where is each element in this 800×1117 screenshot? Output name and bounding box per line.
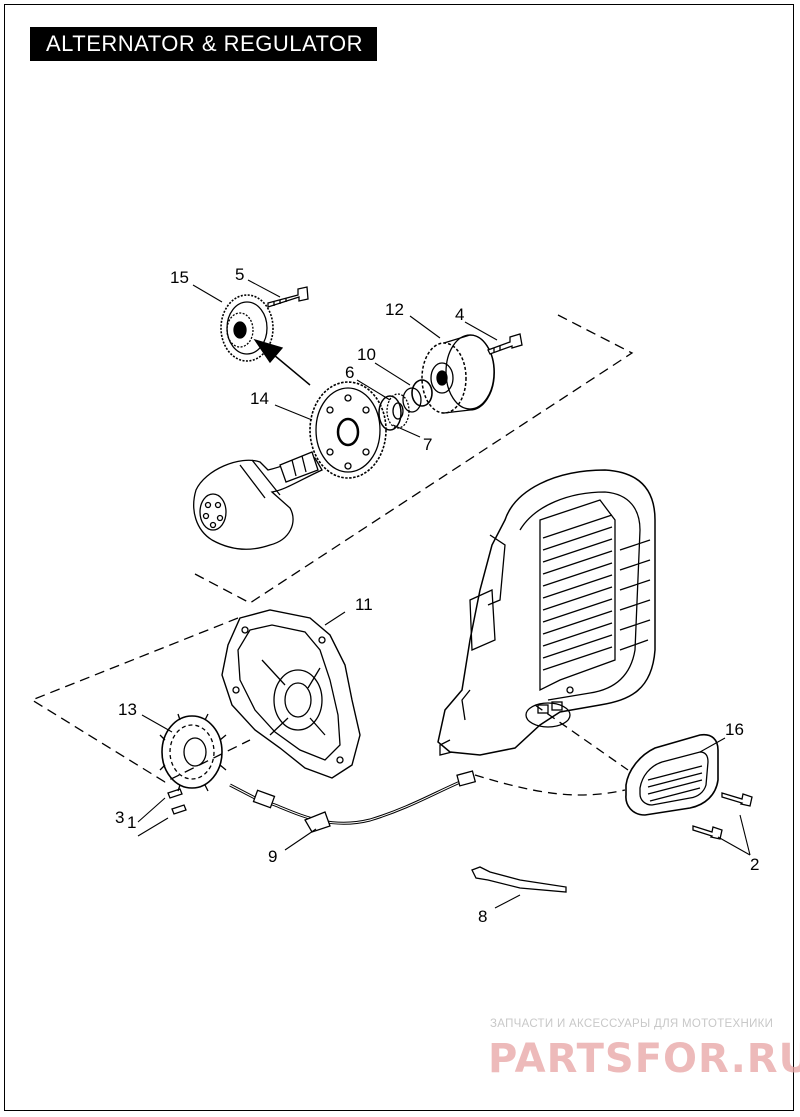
- tool-part-8: [471, 866, 567, 893]
- callout-16: 16: [725, 720, 744, 739]
- callout-8: 8: [478, 907, 487, 926]
- engine-housing: [437, 469, 656, 756]
- lower-assembly-dashed-outline: [30, 617, 251, 783]
- callout-9: 9: [268, 847, 277, 866]
- callout-12: 12: [385, 300, 404, 319]
- harness-dashed-route: [474, 774, 626, 796]
- callout-14: 14: [250, 389, 269, 408]
- bolt-part-5: [267, 286, 309, 308]
- callout-5: 5: [235, 265, 244, 284]
- page-title: ALTERNATOR & REGULATOR: [30, 27, 378, 61]
- callout-labels: 1 2 3 4 5 6 7 8 9 10 11 12 13 14 15 16: [115, 265, 759, 926]
- callout-1: 1: [127, 813, 136, 832]
- regulator-part-16: [625, 733, 719, 816]
- upper-assembly-dashed-outline: [194, 314, 634, 604]
- harness-part-9: [229, 770, 477, 833]
- screw-part-1: [171, 804, 187, 815]
- leader-lines: [137, 279, 751, 909]
- cover-part-11: [221, 609, 361, 779]
- callout-7: 7: [423, 435, 432, 454]
- callout-11: 11: [355, 595, 373, 614]
- callout-4: 4: [455, 305, 464, 324]
- regulator-dashed-leader: [534, 704, 629, 771]
- watermark-caption: ЗАПЧАСТИ И АКСЕССУАРЫ ДЛЯ МОТОТЕХНИКИ: [490, 1018, 774, 1030]
- callout-2: 2: [750, 855, 759, 874]
- callout-10: 10: [357, 345, 376, 364]
- page-border: [4, 4, 794, 1111]
- callout-13: 13: [118, 700, 137, 719]
- rotor-part-12: [421, 334, 495, 414]
- screw-part-3: [167, 788, 183, 799]
- assembly-arrow: [253, 338, 311, 386]
- crankshaft: [193, 451, 323, 550]
- large-gear-part-14: [309, 381, 387, 479]
- callout-3: 3: [115, 808, 124, 827]
- callout-6: 6: [345, 363, 354, 382]
- watermark-logo: PARTSFOR.RU: [488, 1036, 800, 1082]
- callout-15: 15: [170, 268, 189, 287]
- stator-part-13: [159, 713, 227, 792]
- bolts-part-2: [692, 792, 753, 840]
- idler-gear-part-15: [220, 294, 274, 362]
- bolt-part-4: [487, 333, 523, 355]
- ring-part-7: [411, 379, 433, 407]
